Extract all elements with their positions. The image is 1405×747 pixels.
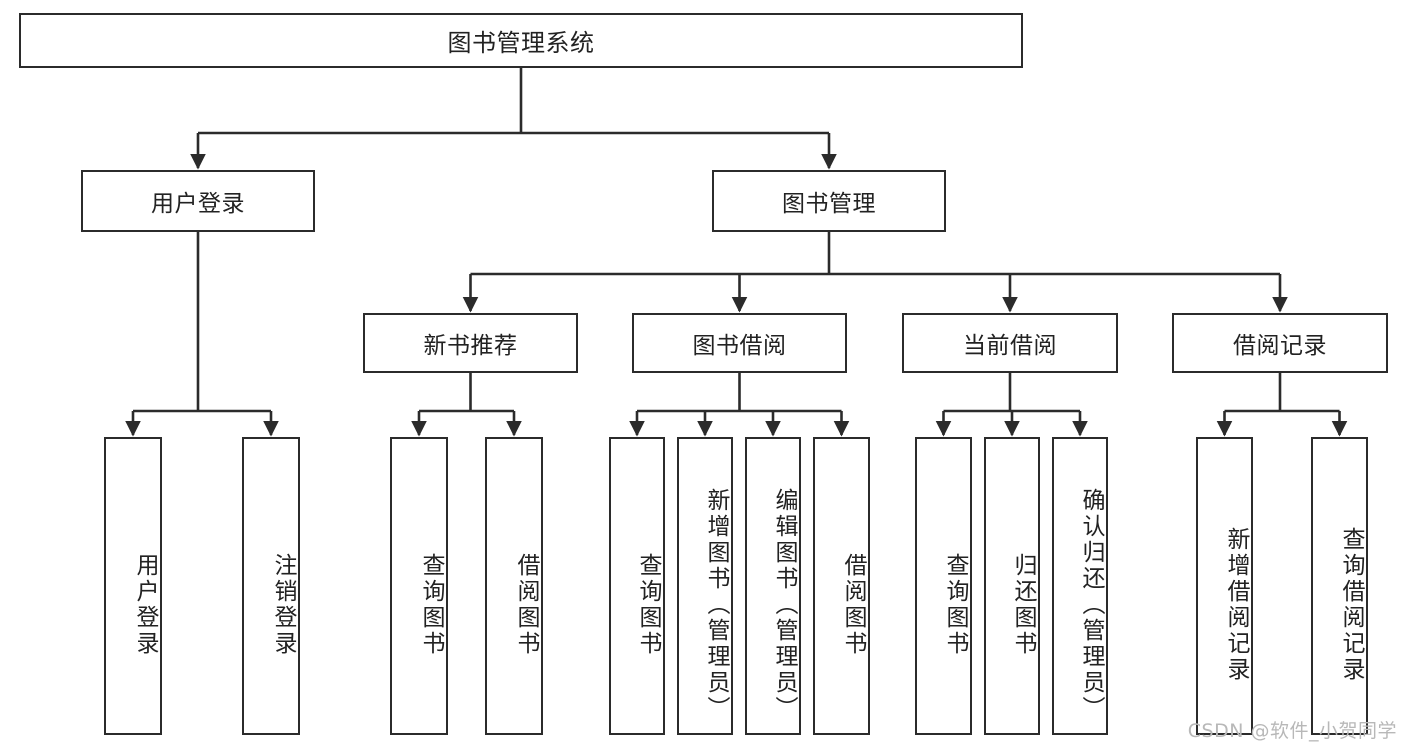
- node-label: 图书管理系统: [447, 29, 595, 57]
- node-root-图书管理系统[interactable]: 图书管理系统: [19, 13, 1023, 68]
- node-label: 查询图书: [635, 553, 661, 657]
- node-label: 归还图书: [1010, 553, 1036, 657]
- node-leaf-3[interactable]: 借阅图书: [485, 437, 543, 735]
- node-leaf-7[interactable]: 借阅图书: [813, 437, 870, 735]
- node-label: 编辑图书（管理员）: [771, 488, 797, 722]
- node-label: 查询图书: [942, 553, 968, 657]
- node-leaf-2[interactable]: 查询图书: [390, 437, 448, 735]
- node-label: 当前借阅: [963, 333, 1057, 359]
- node-label: 借阅图书: [513, 553, 539, 657]
- node-label: 用户登录: [132, 553, 158, 657]
- node-leaf-6[interactable]: 编辑图书（管理员）: [745, 437, 801, 735]
- node-l2-图书管理[interactable]: 图书管理: [712, 170, 946, 232]
- watermark-text: CSDN @软件_小贺同学: [1187, 720, 1397, 742]
- node-l3-借阅记录[interactable]: 借阅记录: [1172, 313, 1388, 373]
- node-label: 新增图书（管理员）: [703, 488, 729, 722]
- node-label: 新增借阅记录: [1223, 527, 1249, 683]
- node-leaf-11[interactable]: 新增借阅记录: [1196, 437, 1253, 735]
- node-label: 确认归还（管理员）: [1078, 488, 1104, 722]
- node-label: 图书管理: [782, 191, 876, 217]
- node-label: 新书推荐: [423, 333, 518, 359]
- node-l3-当前借阅[interactable]: 当前借阅: [902, 313, 1118, 373]
- node-leaf-1[interactable]: 注销登录: [242, 437, 300, 735]
- node-label: 借阅记录: [1233, 333, 1327, 359]
- node-l3-新书推荐[interactable]: 新书推荐: [363, 313, 578, 373]
- node-leaf-9[interactable]: 归还图书: [984, 437, 1040, 735]
- node-label: 借阅图书: [840, 553, 866, 657]
- node-leaf-5[interactable]: 新增图书（管理员）: [677, 437, 733, 735]
- node-label: 查询借阅记录: [1338, 527, 1364, 683]
- node-label: 注销登录: [270, 553, 296, 657]
- node-leaf-8[interactable]: 查询图书: [915, 437, 972, 735]
- node-label: 查询图书: [418, 553, 444, 657]
- node-label: 图书借阅: [692, 333, 787, 359]
- node-leaf-4[interactable]: 查询图书: [609, 437, 665, 735]
- node-leaf-10[interactable]: 确认归还（管理员）: [1052, 437, 1108, 735]
- node-l2-用户登录[interactable]: 用户登录: [81, 170, 315, 232]
- node-leaf-0[interactable]: 用户登录: [104, 437, 162, 735]
- node-label: 用户登录: [151, 191, 245, 217]
- node-l3-图书借阅[interactable]: 图书借阅: [632, 313, 847, 373]
- node-leaf-12[interactable]: 查询借阅记录: [1311, 437, 1368, 735]
